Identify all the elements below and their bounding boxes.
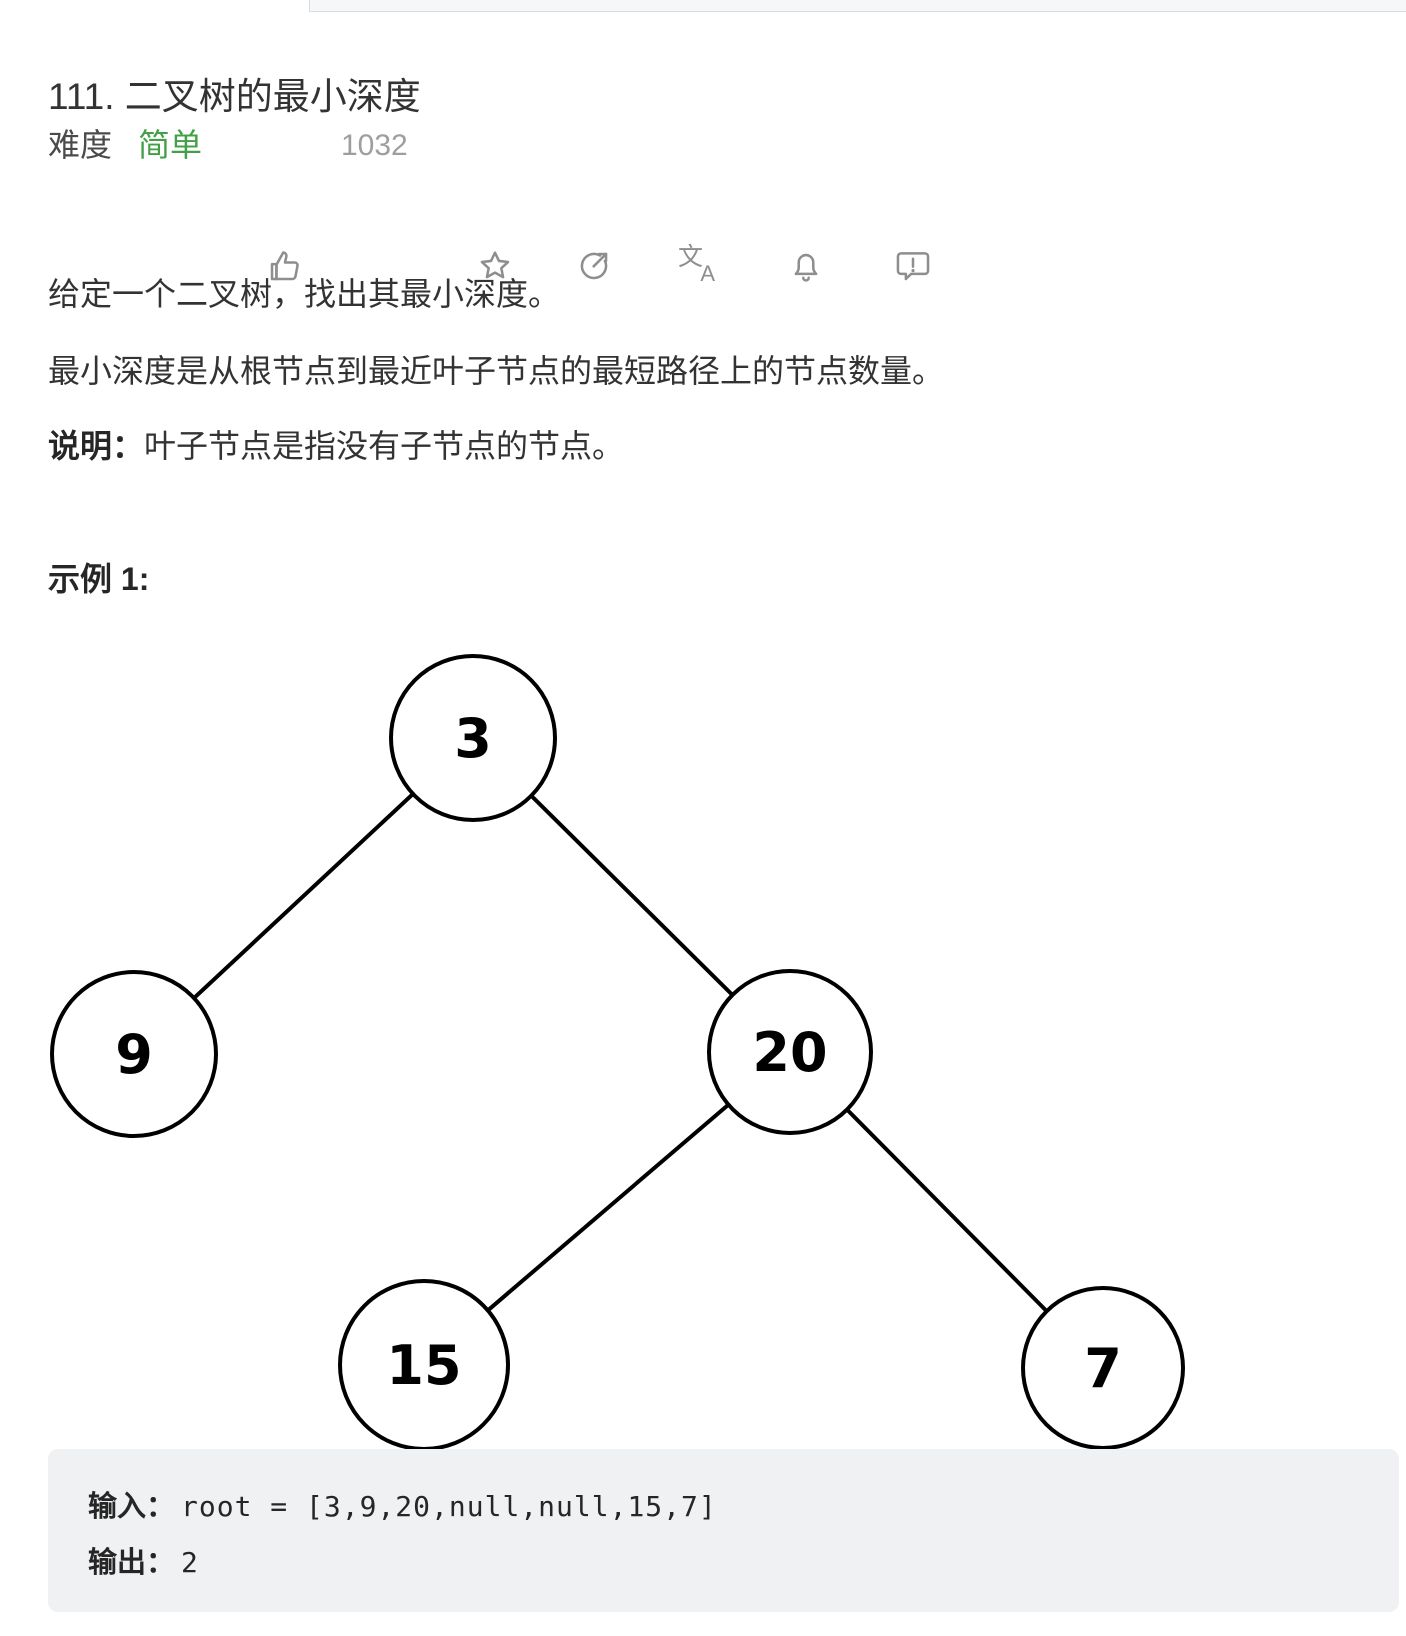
feedback-bubble-icon[interactable] — [894, 247, 932, 285]
tree-node — [50, 970, 218, 1138]
problem-title: 111. 二叉树的最小深度 — [48, 75, 421, 117]
thumbs-up-icon[interactable] — [266, 247, 304, 285]
translate-cjk-glyph: 文 — [678, 243, 704, 271]
translate-icon[interactable]: 文 A — [678, 243, 716, 286]
tree-node — [1021, 1286, 1185, 1450]
tree-node — [707, 969, 873, 1135]
binary-tree-diagram: 3 9 20 15 7 — [50, 654, 1185, 1451]
example-code-block: 输入：root = [3,9,20,null,null,15,7] 输出：2 — [48, 1449, 1399, 1612]
tree-node-label: 9 — [115, 1023, 153, 1086]
output-value: 2 — [181, 1546, 199, 1579]
note-text: 叶子节点是指没有子节点的节点。 — [144, 428, 625, 464]
input-value: root = [3,9,20,null,null,15,7] — [181, 1490, 717, 1523]
difficulty-value: 简单 — [138, 127, 203, 163]
tree-node-label: 20 — [752, 1021, 827, 1084]
difficulty-label: 难度 — [48, 127, 113, 163]
adjacent-tab-strip — [309, 0, 1406, 12]
description-paragraph-2: 最小深度是从根节点到最近叶子节点的最短路径上的节点数量。 — [48, 353, 945, 389]
share-refresh-icon[interactable] — [575, 247, 613, 285]
tree-node-label: 7 — [1084, 1337, 1122, 1400]
example-output-line: 输出：2 — [88, 1535, 1379, 1591]
tree-node — [389, 654, 557, 822]
favorite-star-icon[interactable] — [476, 247, 514, 285]
tree-node-label: 15 — [386, 1334, 461, 1397]
likes-count[interactable]: 1032 — [341, 129, 408, 162]
example-input-line: 输入：root = [3,9,20,null,null,15,7] — [88, 1479, 1379, 1535]
description-note: 说明：叶子节点是指没有子节点的节点。 — [48, 424, 624, 468]
description-paragraph-1: 给定一个二叉树，找出其最小深度。 — [48, 276, 561, 312]
problem-meta-row: 难度 简单 1032 文 A — [0, 123, 1406, 285]
input-label: 输入： — [88, 1491, 176, 1523]
tree-node-label: 3 — [454, 707, 492, 770]
output-label: 输出： — [88, 1547, 176, 1579]
translate-latin-glyph: A — [700, 261, 715, 286]
example-heading: 示例 1: — [48, 561, 150, 597]
note-label: 说明： — [48, 428, 145, 464]
notification-bell-icon[interactable] — [787, 247, 825, 285]
